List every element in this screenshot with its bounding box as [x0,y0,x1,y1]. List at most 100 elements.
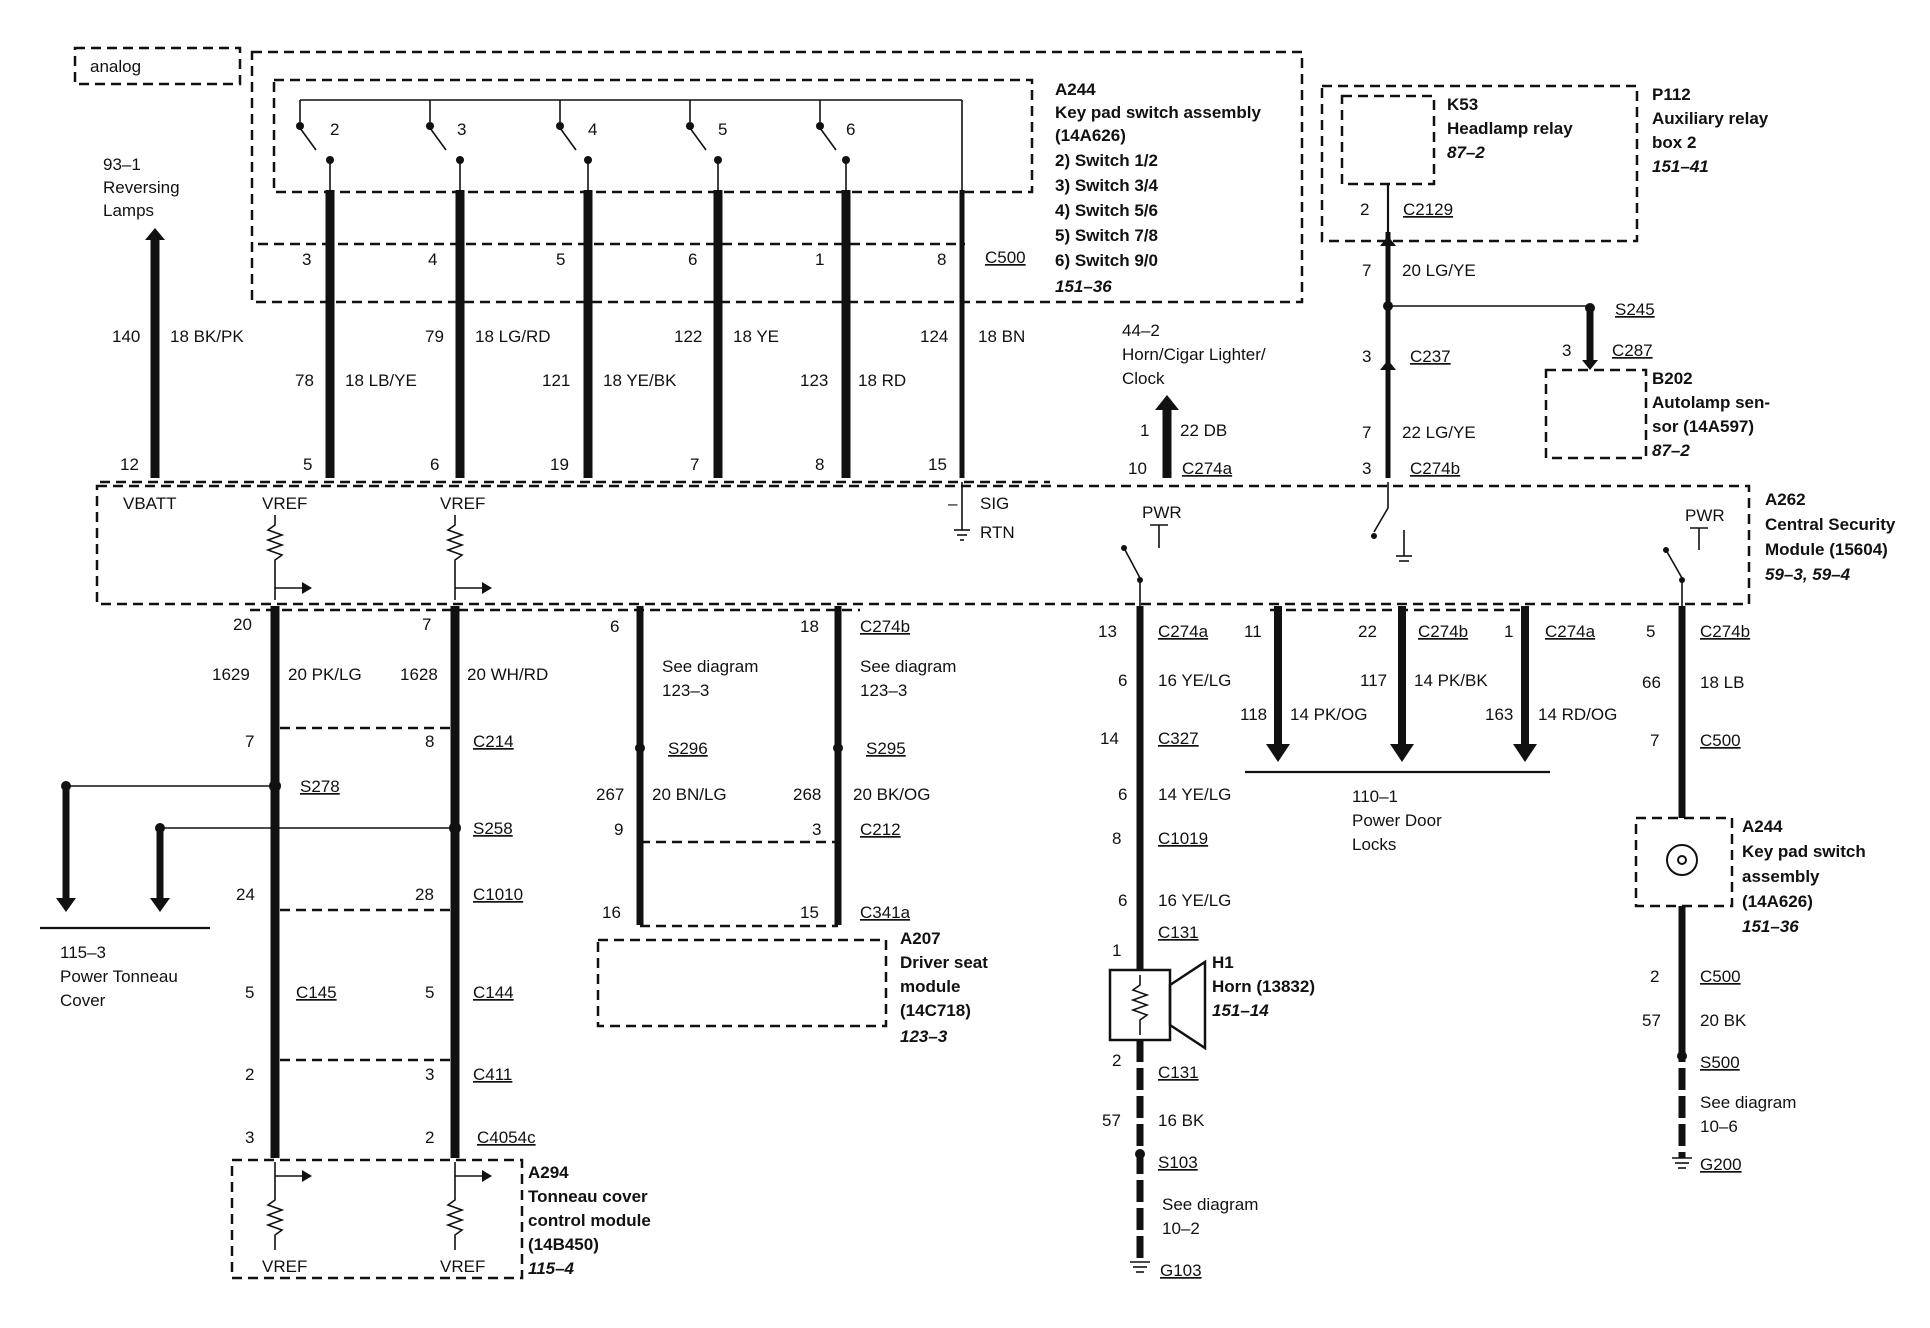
svg-text:1: 1 [1140,421,1149,440]
svg-text:(14C718): (14C718) [900,1001,971,1020]
svg-text:6: 6 [846,120,855,139]
svg-text:20 BN/LG: 20 BN/LG [652,785,727,804]
svg-text:assembly: assembly [1742,867,1820,886]
svg-text:93–1: 93–1 [103,155,141,174]
svg-text:6: 6 [1118,785,1127,804]
svg-text:5: 5 [556,250,565,269]
svg-text:14 RD/OG: 14 RD/OG [1538,705,1617,724]
svg-text:14 PK/OG: 14 PK/OG [1290,705,1367,724]
wire-labels-upper: 140 18 BK/PK 78 18 LB/YE 79 18 LG/RD 121… [112,327,1025,390]
svg-text:20: 20 [233,615,252,634]
svg-text:140: 140 [112,327,140,346]
svg-text:A294: A294 [528,1163,569,1182]
svg-text:C1019: C1019 [1158,829,1208,848]
c500-top: C500 [985,248,1026,267]
svg-text:5: 5 [303,455,312,474]
svg-text:(14B450): (14B450) [528,1235,599,1254]
svg-text:18 LB: 18 LB [1700,673,1744,692]
svg-text:16 YE/LG: 16 YE/LG [1158,891,1231,910]
svg-text:2) Switch 1/2: 2) Switch 1/2 [1055,151,1158,170]
svg-text:110–1: 110–1 [1352,787,1398,806]
svg-text:C212: C212 [860,820,901,839]
svg-text:1629: 1629 [212,665,250,684]
svg-text:Tonneau cover: Tonneau cover [528,1187,648,1206]
svg-text:18 YE: 18 YE [733,327,779,346]
tonneau-wires: 20 7 1629 20 PK/LG 1628 20 WH/RD 7 8 C21… [56,606,860,1158]
svg-text:A244: A244 [1742,817,1783,836]
svg-text:7: 7 [245,732,254,751]
svg-text:3: 3 [1362,347,1371,366]
svg-text:79: 79 [425,327,444,346]
svg-text:C274a: C274a [1545,622,1596,641]
svg-text:C2129: C2129 [1403,200,1453,219]
svg-text:122: 122 [674,327,702,346]
svg-text:G200: G200 [1700,1155,1742,1174]
pins-module-top: 12 5 6 19 7 8 15 [120,455,947,474]
svg-text:S295: S295 [866,739,906,758]
svg-text:C274a: C274a [1158,622,1209,641]
ref-reversing-lamps: 93–1 Reversing Lamps [103,155,180,220]
switch-4: 4 [556,100,597,190]
svg-text:18: 18 [800,617,819,636]
svg-text:C274b: C274b [1700,622,1750,641]
svg-text:7: 7 [1362,261,1371,280]
svg-text:PWR: PWR [1142,503,1182,522]
svg-text:22 LG/YE: 22 LG/YE [1402,423,1476,442]
svg-text:1: 1 [1504,622,1513,641]
svg-text:18 YE/BK: 18 YE/BK [603,371,677,390]
keypad-wires [145,190,965,478]
a207-driver-seat-module: A207 Driver seat module (14C718) 123–3 [596,929,988,1046]
svg-text:Central Security: Central Security [1765,515,1896,534]
svg-text:18 LB/YE: 18 LB/YE [345,371,417,390]
svg-text:267: 267 [596,785,624,804]
svg-text:See diagram: See diagram [1162,1195,1258,1214]
svg-text:1: 1 [1112,941,1121,960]
svg-text:5) Switch 7/8: 5) Switch 7/8 [1055,226,1158,245]
svg-text:87–2: 87–2 [1652,441,1690,460]
svg-text:8: 8 [1112,829,1121,848]
svg-text:3) Switch 3/4: 3) Switch 3/4 [1055,176,1159,195]
svg-text:24: 24 [236,885,255,904]
svg-text:11: 11 [1244,622,1262,641]
driver-seat-wires: 6 18 C274b See diagram 123–3 See diagram… [596,606,956,928]
svg-text:C145: C145 [296,983,337,1002]
switch-3: 3 [426,100,466,190]
ref-horn-cigar: 44–2 Horn/Cigar Lighter/ Clock 1 22 DB 1… [1122,321,1266,478]
svg-text:S103: S103 [1158,1153,1198,1172]
svg-text:3: 3 [245,1128,254,1147]
svg-text:78: 78 [295,371,314,390]
svg-text:C131: C131 [1158,923,1199,942]
svg-text:A207: A207 [900,929,941,948]
svg-text:H1: H1 [1212,953,1234,972]
svg-text:A262: A262 [1765,490,1806,509]
analog-tag: analog [90,57,141,76]
svg-text:VBATT: VBATT [123,494,177,513]
svg-text:S258: S258 [473,819,513,838]
svg-text:C237: C237 [1410,347,1451,366]
b202-autolamp-sensor: B202 Autolamp sen- sor (14A597) 87–2 [1544,368,1770,460]
svg-text:6: 6 [688,250,697,269]
svg-text:16: 16 [602,903,621,922]
svg-text:6: 6 [1118,671,1127,690]
svg-text:module: module [900,977,960,996]
svg-text:(14A626): (14A626) [1055,126,1126,145]
svg-text:Reversing: Reversing [103,178,180,197]
svg-text:C144: C144 [473,983,514,1002]
svg-text:box 2: box 2 [1652,133,1696,152]
svg-text:22 DB: 22 DB [1180,421,1227,440]
p112-auxiliary-relay-box: K53 Headlamp relay 87–2 P112 Auxiliary r… [1320,84,1769,243]
svg-text:Driver seat: Driver seat [900,953,988,972]
svg-text:117: 117 [1360,671,1387,690]
svg-text:7: 7 [690,455,699,474]
svg-text:5: 5 [718,120,727,139]
svg-text:Power Door: Power Door [1352,811,1442,830]
svg-text:4: 4 [588,120,597,139]
svg-text:5: 5 [245,983,254,1002]
svg-text:20 BK: 20 BK [1700,1011,1747,1030]
svg-text:5: 5 [425,983,434,1002]
svg-text:16 YE/LG: 16 YE/LG [1158,671,1231,690]
svg-text:8: 8 [815,455,824,474]
svg-text:14 YE/LG: 14 YE/LG [1158,785,1231,804]
svg-text:20 PK/LG: 20 PK/LG [288,665,362,684]
svg-text:121: 121 [542,371,570,390]
